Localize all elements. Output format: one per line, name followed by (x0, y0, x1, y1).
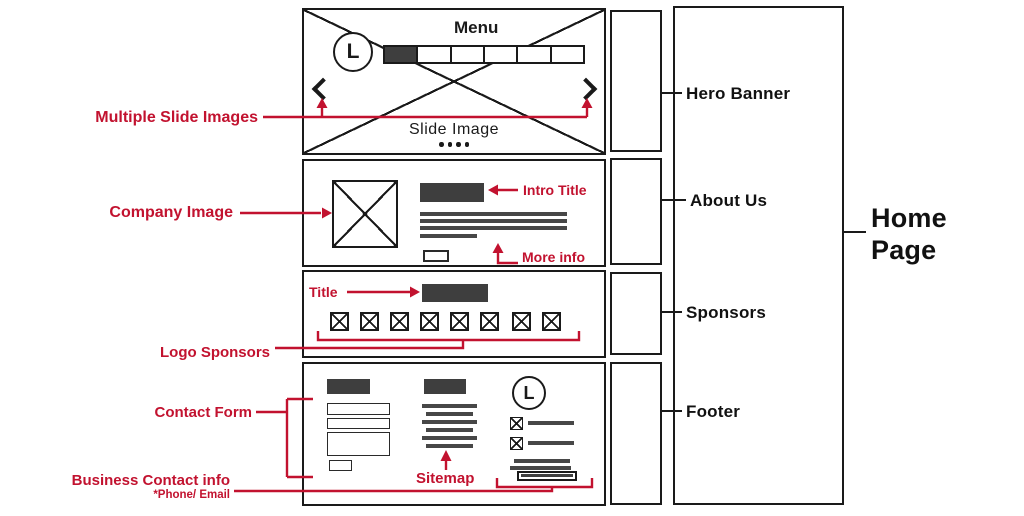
chevron-right-icon (574, 77, 598, 101)
nav-cell (551, 47, 583, 62)
social-box-icon (510, 437, 523, 450)
home-page-box (673, 6, 844, 505)
sponsor-logo-placeholder-icon (330, 312, 349, 331)
text-line (420, 226, 567, 230)
nav-menu-bar (383, 45, 585, 64)
nav-cell (418, 47, 452, 62)
intro-title-label: Intro Title (523, 182, 587, 198)
footer-logo-letter: L (523, 382, 535, 403)
sponsors-label: Sponsors (686, 303, 767, 322)
home-page-label: Home Page (871, 203, 947, 266)
footer-logo-icon: L (512, 376, 546, 410)
sitemap-heading-placeholder (424, 379, 466, 394)
strip-box-footer (610, 362, 662, 505)
chevron-left-icon (311, 77, 335, 101)
hero-banner-label: Hero Banner (686, 84, 791, 103)
form-submit-placeholder (329, 460, 352, 471)
nav-cell (451, 47, 485, 62)
sponsor-logo-placeholder-icon (420, 312, 439, 331)
multiple-slide-images-label: Multiple Slide Images (95, 109, 258, 126)
strip-box-about (610, 158, 662, 265)
intro-title-placeholder (420, 183, 484, 202)
form-input-placeholder (327, 418, 390, 429)
nav-cell (518, 47, 552, 62)
contact-form-heading-placeholder (327, 379, 370, 394)
strip-box-sponsors (610, 272, 662, 355)
more-info-button-placeholder (423, 250, 449, 262)
logo-sponsors-label: Logo Sponsors (160, 344, 270, 361)
strip-box-hero (610, 10, 662, 152)
form-textarea-placeholder (327, 432, 390, 456)
sitemap-link-line (426, 444, 473, 448)
sponsors-title-placeholder (422, 284, 488, 302)
sponsor-logo-placeholder-icon (542, 312, 561, 331)
menu-label: Menu (454, 18, 499, 37)
sitemap-link-line (422, 404, 477, 408)
sponsor-logo-placeholder-icon (512, 312, 531, 331)
contact-info-line (510, 466, 571, 470)
slide-image-label: Slide Image (409, 121, 499, 138)
title-label: Title (309, 284, 338, 300)
sponsors-section (302, 270, 606, 358)
about-us-label: About Us (690, 191, 768, 210)
sitemap-link-line (426, 412, 473, 416)
sponsor-logo-placeholder-icon (450, 312, 469, 331)
form-input-placeholder (327, 403, 390, 415)
text-line (420, 219, 567, 223)
carousel-dots-icon (304, 142, 604, 147)
company-image-placeholder-icon (332, 180, 398, 248)
text-line (420, 234, 477, 238)
business-contact-info-label: Business Contact info (71, 472, 230, 489)
sponsor-logo-placeholder-icon (360, 312, 379, 331)
text-line (420, 212, 567, 216)
about-us-section (302, 159, 606, 267)
sponsor-logo-placeholder-icon (480, 312, 499, 331)
sitemap-link-line (422, 436, 477, 440)
social-text-line (528, 441, 574, 445)
social-box-icon (510, 417, 523, 430)
social-text-line (528, 421, 574, 425)
sitemap-link-line (422, 420, 477, 424)
more-info-label: More info (522, 249, 585, 265)
phone-email-label: *Phone/ Email (153, 489, 230, 501)
sitemap-label: Sitemap (416, 470, 475, 487)
hero-banner-section: Menu L Slide Image (302, 8, 606, 155)
logo-icon: L (333, 32, 373, 72)
sponsor-logo-placeholder-icon (390, 312, 409, 331)
nav-cell-active (385, 47, 419, 62)
company-image-label: Company Image (109, 204, 233, 221)
sitemap-link-line (426, 428, 473, 432)
contact-info-bar (521, 474, 573, 477)
contact-info-line (514, 459, 570, 463)
logo-letter: L (346, 40, 360, 63)
contact-form-label: Contact Form (154, 404, 253, 421)
footer-label: Footer (686, 402, 741, 421)
nav-cell (484, 47, 519, 62)
contact-info-box (517, 471, 577, 481)
